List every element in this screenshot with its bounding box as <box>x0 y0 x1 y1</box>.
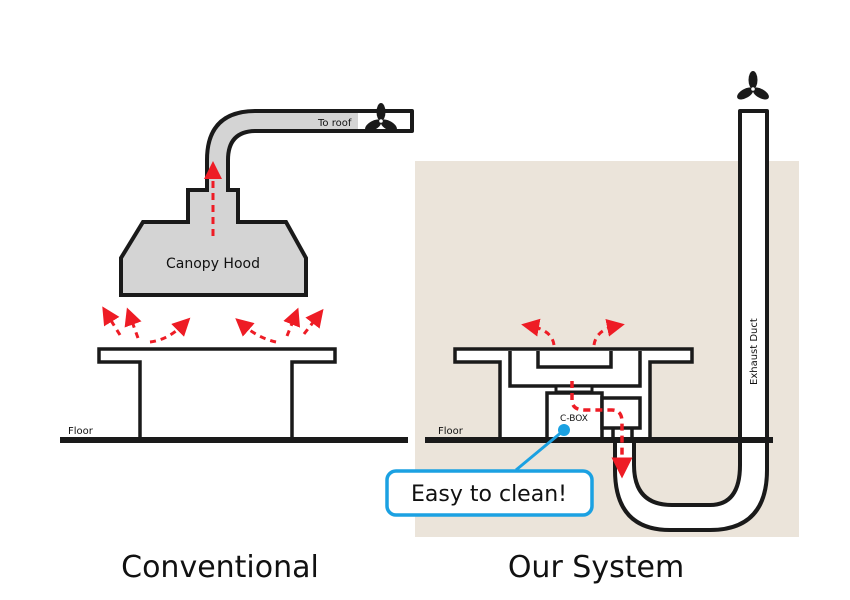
our-system-title: Our System <box>508 550 684 585</box>
easy-to-clean-callout: Easy to clean! <box>385 424 594 517</box>
callout-text: Easy to clean! <box>411 482 567 507</box>
conventional-diagram: To roof Canopy Hood Floor <box>60 103 414 443</box>
our-system-diagram: Exhaust Duct C-BOX Floor Easy to clean! <box>385 71 773 532</box>
escaping-airflow <box>102 306 324 344</box>
surface-airflow <box>521 318 625 346</box>
to-roof-label: To roof <box>317 118 352 129</box>
fan-icon-exhaust <box>735 71 771 102</box>
hood-recess <box>536 351 613 369</box>
c-box-label: C-BOX <box>560 414 588 424</box>
canopy-hood-label: Canopy Hood <box>166 256 260 272</box>
conventional-floor <box>60 437 408 443</box>
our-system-floor <box>425 437 773 443</box>
canopy-hood <box>119 183 308 297</box>
exhaust-duct <box>613 109 769 532</box>
exhaust-duct-label: Exhaust Duct <box>749 318 760 385</box>
conventional-title: Conventional <box>121 550 319 585</box>
captured-airflow <box>570 381 633 479</box>
floor-label-right: Floor <box>438 426 464 437</box>
conventional-table <box>97 347 337 440</box>
floor-label-left: Floor <box>68 426 94 437</box>
